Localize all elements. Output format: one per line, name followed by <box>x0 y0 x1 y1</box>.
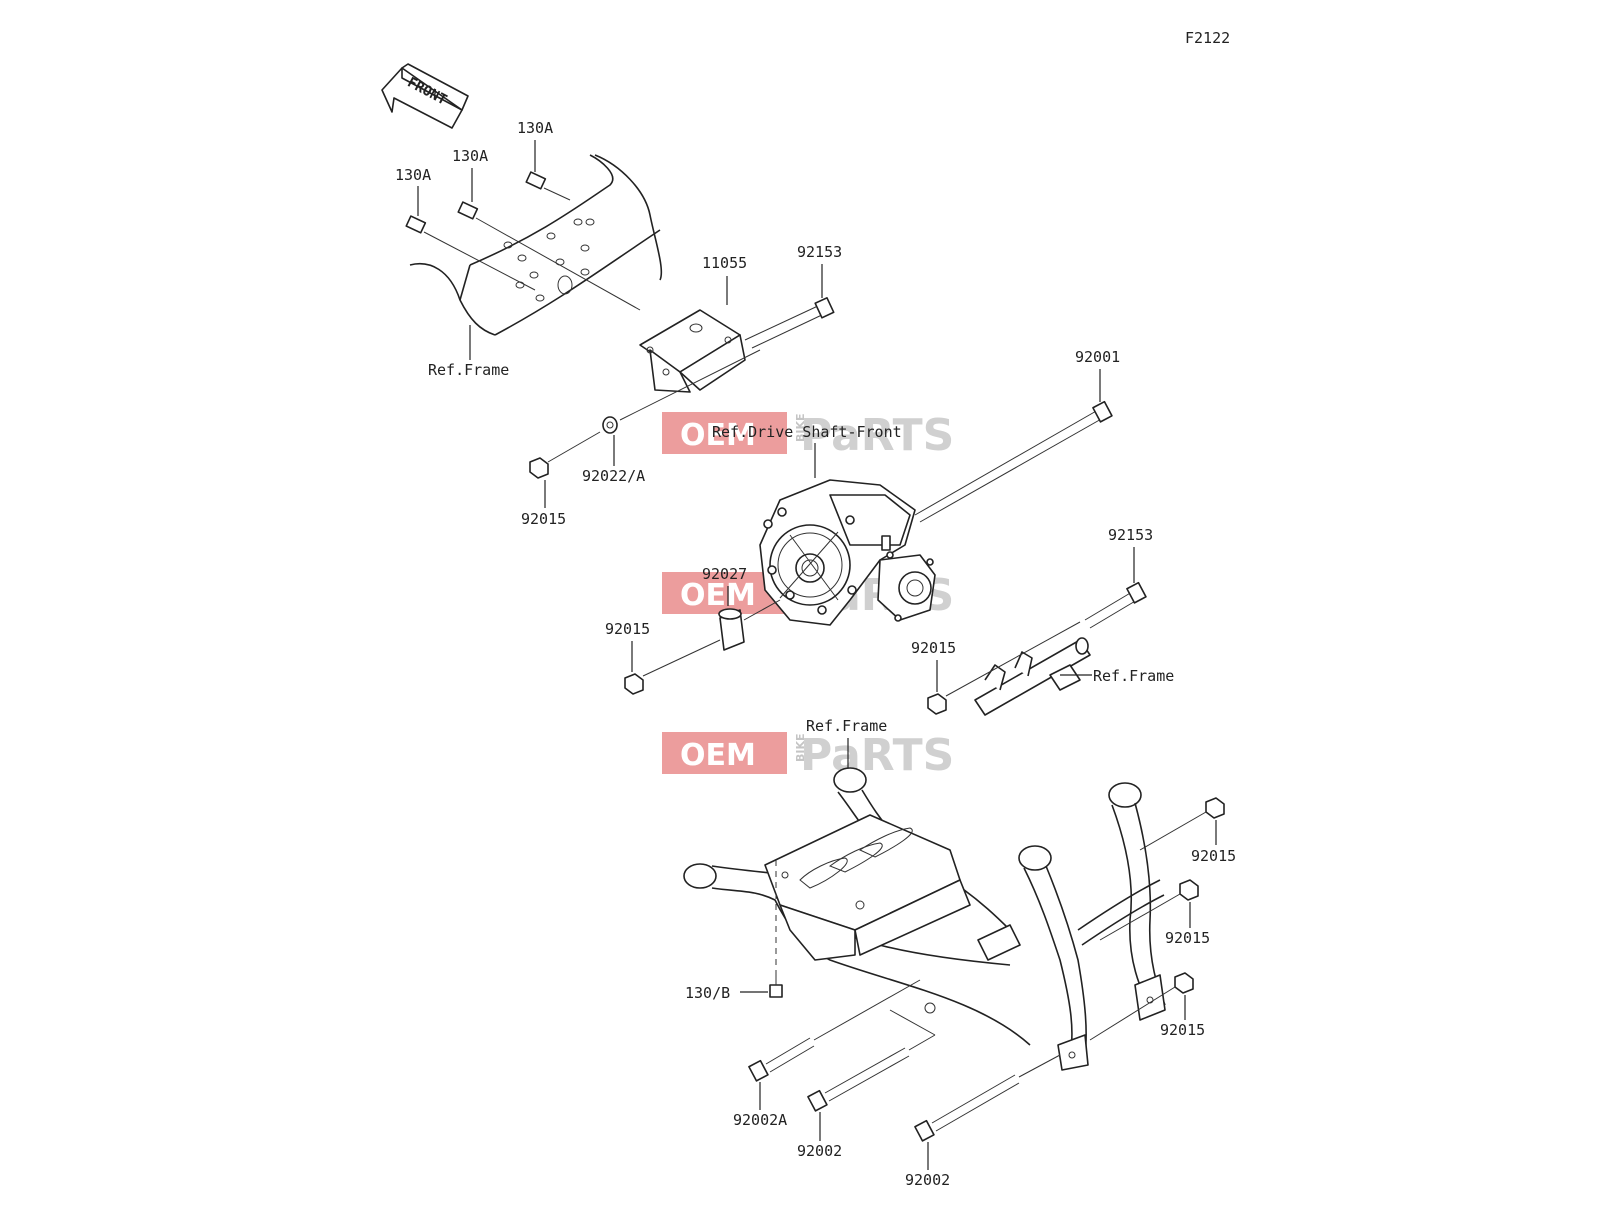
right-frame-tube: Ref.Frame <box>974 637 1174 716</box>
bolt-130A-left: 130A <box>395 166 536 291</box>
lower-frame-assembly <box>683 767 1166 1071</box>
nut-92015-lower-right-middle: 92015 <box>1099 879 1210 947</box>
svg-text:92153: 92153 <box>797 243 842 261</box>
svg-text:92015: 92015 <box>605 620 650 638</box>
nut-92015-middle-right: 92015 <box>911 621 1081 715</box>
collar-92027: 92027 <box>702 565 781 651</box>
svg-text:92001: 92001 <box>1075 348 1120 366</box>
svg-text:92015: 92015 <box>911 639 956 657</box>
upper-frame-crossmember <box>409 154 663 336</box>
svg-text:Ref.Frame: Ref.Frame <box>1093 667 1174 685</box>
svg-text:BIKE: BIKE <box>794 733 807 762</box>
svg-text:92015: 92015 <box>1165 929 1210 947</box>
svg-text:92015: 92015 <box>1191 847 1236 865</box>
svg-text:PaRTS: PaRTS <box>800 410 954 461</box>
svg-text:OEM: OEM <box>680 418 756 453</box>
svg-text:OEM: OEM <box>680 578 756 613</box>
svg-text:BIKE: BIKE <box>794 413 807 442</box>
svg-text:130A: 130A <box>395 166 431 184</box>
nut-92015-middle-left: 92015 <box>605 620 721 695</box>
nut-92015-lower-right-top: 92015 <box>1139 797 1236 865</box>
bolt-130B: 130/B <box>685 972 783 1002</box>
ref-frame-top-label: Ref.Frame <box>428 361 509 379</box>
front-arrow-icon: FRONT <box>381 63 469 129</box>
diagram-code: F2122 <box>1185 29 1230 47</box>
svg-text:92015: 92015 <box>521 510 566 528</box>
nut-92015-upper-left: 92015 <box>521 431 601 528</box>
svg-text:92002: 92002 <box>797 1142 842 1160</box>
svg-text:130A: 130A <box>517 119 553 137</box>
svg-text:130A: 130A <box>452 147 488 165</box>
svg-text:11055: 11055 <box>702 254 747 272</box>
watermark-top: OEM BIKE PaRTS <box>662 410 954 461</box>
svg-text:130/B: 130/B <box>685 984 730 1002</box>
watermark-bottom: OEM BIKE PaRTS <box>662 730 954 781</box>
ref-frame-bottom-label: Ref.Frame <box>806 717 887 735</box>
front-differential <box>759 479 936 626</box>
bracket-11055: 11055 <box>639 254 747 393</box>
svg-text:92027: 92027 <box>702 565 747 583</box>
bolt-92153-top: 92153 <box>744 243 842 349</box>
nut-92015-lower-right-bottom: 92015 <box>1089 972 1205 1041</box>
svg-text:92153: 92153 <box>1108 526 1153 544</box>
bolt-130A-middle: 130A <box>452 147 641 311</box>
svg-text:92002: 92002 <box>905 1171 950 1189</box>
ref-drive-shaft-label: Ref.Drive Shaft-Front <box>712 423 902 441</box>
svg-text:OEM: OEM <box>680 738 756 773</box>
svg-text:92022/A: 92022/A <box>582 467 645 485</box>
bolt-92002A: 92002A <box>733 979 921 1129</box>
bolt-92001: 92001 <box>914 348 1120 523</box>
washer-92022A: 92022/A <box>582 416 645 485</box>
bolt-130A-right: 130A <box>517 119 571 201</box>
svg-text:92015: 92015 <box>1160 1021 1205 1039</box>
bolt-92002-middle: 92002 <box>797 1009 936 1160</box>
svg-text:PaRTS: PaRTS <box>800 730 954 781</box>
bolt-92153-middle: 92153 <box>1084 526 1153 629</box>
bolt-92002-bottom: 92002 <box>905 1054 1061 1189</box>
svg-text:92002A: 92002A <box>733 1111 787 1129</box>
frame-holes <box>503 218 595 302</box>
